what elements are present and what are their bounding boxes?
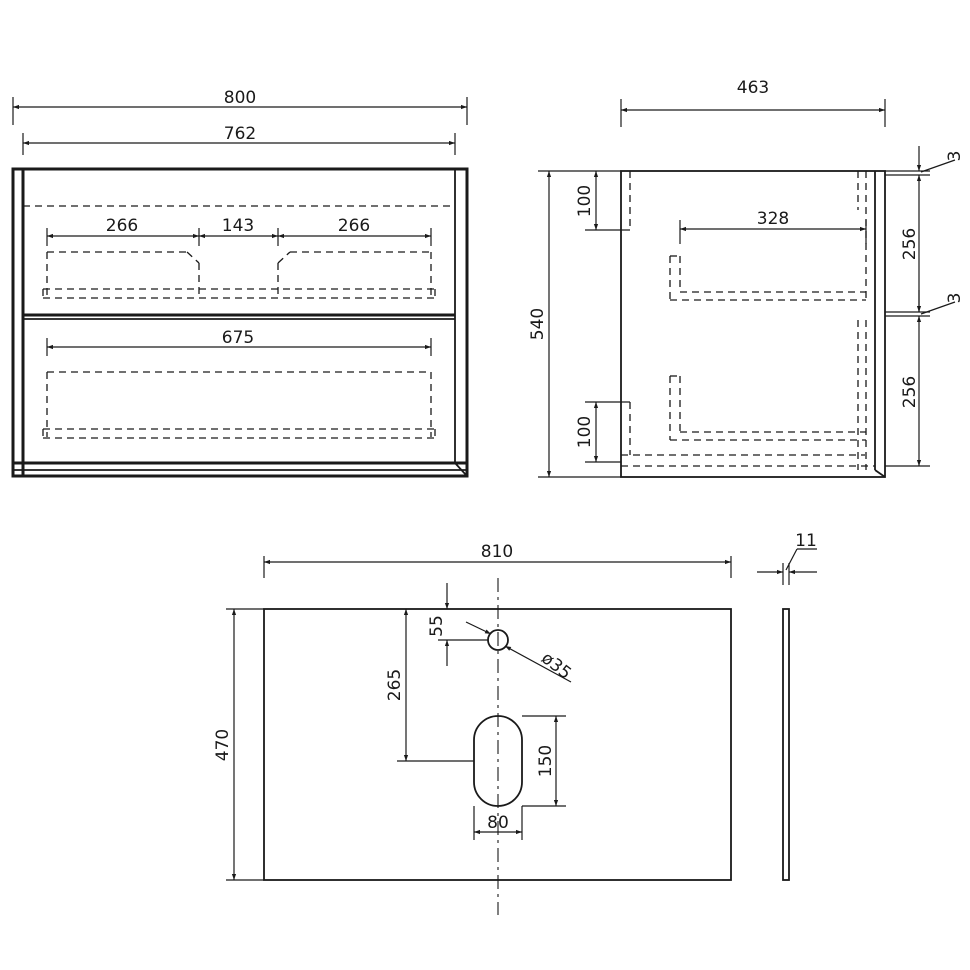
dim-height: 540 — [528, 308, 548, 340]
front-view: 800 762 266 143 266 675 — [11, 88, 469, 478]
dim-tap-offset: 55 — [427, 615, 447, 637]
dim-top-offset: 100 — [575, 185, 595, 217]
dim-top-depth: 470 — [213, 729, 233, 761]
dim-interior-depth: 328 — [757, 209, 789, 229]
dim-waste-offset: 265 — [385, 669, 405, 701]
worktop-view: 810 11 470 55 ø35 265 150 — [213, 531, 817, 915]
dim-waste-width: 80 — [487, 813, 509, 833]
dim-tap-diameter: ø35 — [537, 648, 575, 683]
dim-gap-mid: 3 — [945, 293, 965, 304]
dim-cabinet-inner-width: 762 — [224, 124, 256, 144]
dim-cabinet-width: 800 — [224, 88, 256, 108]
dim-drawer-lower: 675 — [222, 328, 254, 348]
dim-gap-top: 3 — [945, 151, 965, 162]
dim-top-thickness: 11 — [795, 531, 817, 551]
dim-front-top: 256 — [900, 228, 920, 260]
dim-bottom-offset: 100 — [575, 416, 595, 448]
dim-side-depth: 463 — [737, 78, 769, 98]
dim-waste-length: 150 — [536, 745, 556, 777]
dim-top-width: 810 — [481, 542, 513, 562]
dim-drawer-left: 266 — [106, 216, 138, 236]
dim-drawer-gap: 143 — [222, 216, 254, 236]
dim-drawer-right: 266 — [338, 216, 370, 236]
dim-front-bottom: 256 — [900, 376, 920, 408]
side-view: 463 540 100 100 328 3 3 256 — [528, 78, 965, 478]
